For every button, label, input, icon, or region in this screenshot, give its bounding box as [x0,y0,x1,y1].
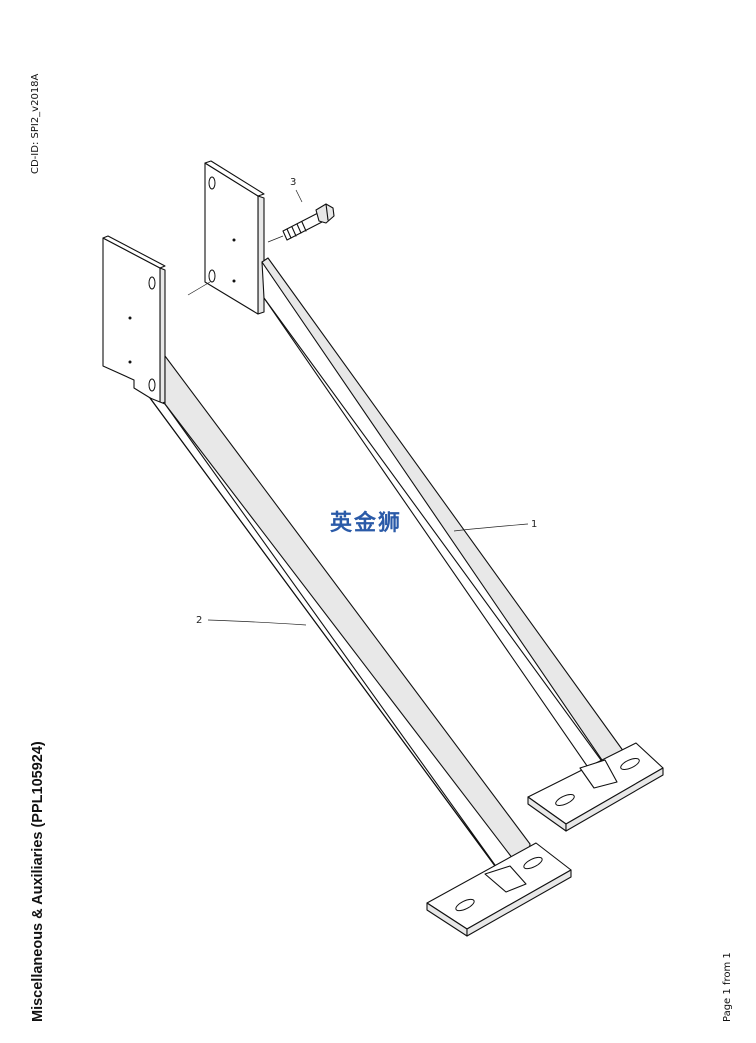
plate-right-slot-bottom [208,269,216,283]
callout-3-label: 3 [290,177,296,188]
callout-1-label: 1 [531,519,537,530]
plate-right-slot-top [208,176,216,190]
arm-left-side [164,355,531,877]
bolt-shank [282,212,323,241]
bolt-part [267,203,335,243]
plate-left-edge [159,267,166,405]
plate-left-slot-bottom [148,378,156,392]
callout-1: 1 [453,519,537,532]
foot-left-slot-b [523,856,543,870]
plate-right-top [204,160,265,197]
support-bracket-right [204,160,664,832]
callout-2: 2 [196,615,307,626]
foot-left-side [466,869,572,937]
callout-2-label: 2 [196,615,202,626]
plate-right-edge [257,195,265,315]
support-bracket-left [102,235,572,937]
foot-right-side [565,767,664,832]
watermark-logo: 英金狮 [330,511,403,536]
plate-left-top [102,235,166,269]
foot-right-slot-b [620,758,640,770]
plate-left-slot-top [148,276,156,290]
arm-right-side [261,257,625,783]
foot-left-slot-a [455,898,475,912]
callout-3: 3 [290,177,303,203]
foot-right-slot-a [555,794,575,806]
bolt-head [315,203,335,224]
